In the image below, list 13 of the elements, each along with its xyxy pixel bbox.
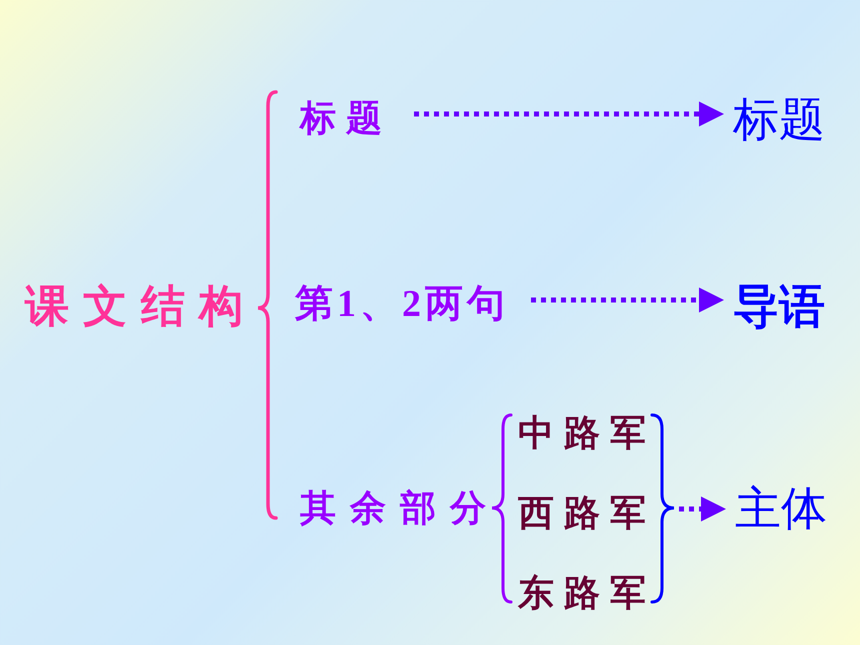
part-text: 第1、2两句 <box>295 285 509 323</box>
part-text: 西路军 <box>518 495 656 531</box>
result-text: 导语 <box>733 284 825 330</box>
part-text: 其余部分 <box>300 490 500 526</box>
arrow <box>679 496 726 522</box>
result-text: 主体 <box>735 486 827 532</box>
heading-text: 课文结构 <box>25 285 257 329</box>
arrow <box>414 102 724 126</box>
part-text: 标题 <box>300 100 392 136</box>
part-text: 东路军 <box>518 575 656 611</box>
part-text: 中路军 <box>518 415 656 451</box>
result-text: 标题 <box>733 97 825 143</box>
arrow <box>531 288 724 312</box>
